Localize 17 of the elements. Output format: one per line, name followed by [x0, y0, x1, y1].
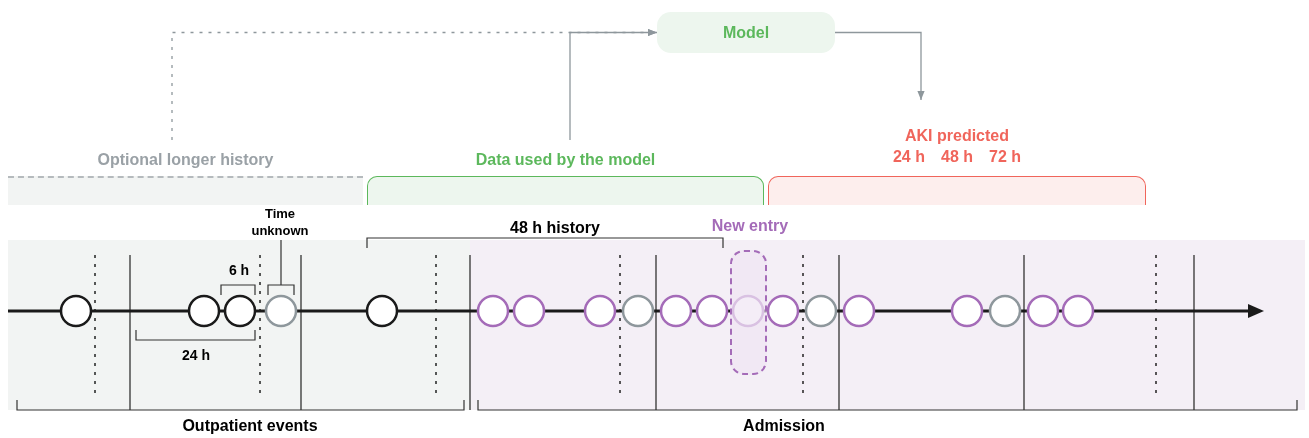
horizon-label: 48 h [941, 147, 973, 167]
time-label: 48 h history [509, 218, 601, 238]
time-label: Admission [742, 416, 826, 436]
model-label: Model [722, 22, 770, 43]
time-label: Time unknown [250, 205, 310, 239]
horizon-label: 24 h [892, 147, 925, 167]
arrow [834, 31, 925, 101]
arrow [569, 28, 658, 141]
band-heading: Optional longer history [97, 150, 274, 170]
model-box [657, 12, 835, 53]
band-heading: Data used by the model [475, 150, 656, 170]
horizon-label: 72 h [989, 147, 1021, 167]
time-label: 24 h [181, 346, 211, 365]
band-heading: New entry [711, 216, 789, 236]
band-heading: AKI predicted [905, 126, 1009, 146]
time-label: 6 h [227, 261, 251, 280]
time-label: Outpatient events [181, 416, 319, 436]
